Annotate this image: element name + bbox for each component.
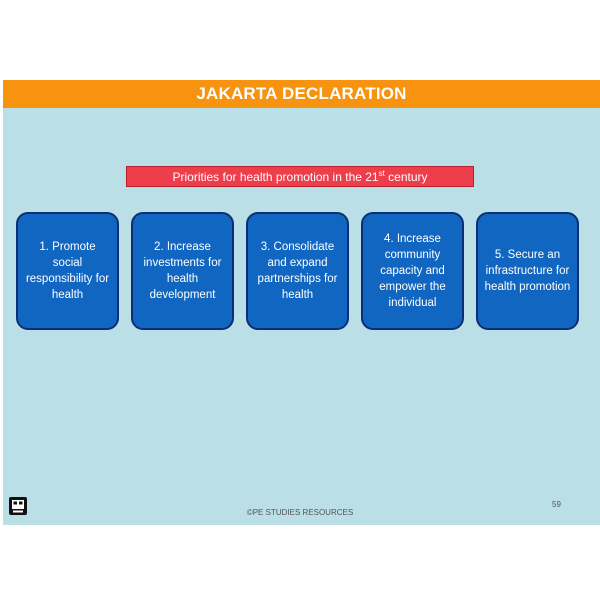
priority-card-5: 5. Secure an infrastructure for health p… <box>476 212 579 330</box>
priority-card-label: 1. Promote social responsibility for hea… <box>25 241 110 301</box>
priority-card-4: 4. Increase community capacity and empow… <box>361 212 464 330</box>
slide: JAKARTA DECLARATION Priorities for healt… <box>3 80 600 525</box>
priority-card-1: 1. Promote social responsibility for hea… <box>16 212 119 330</box>
priority-card-label: 2. Increase investments for health devel… <box>143 241 222 301</box>
priorities-banner-text: Priorities for health promotion in the 2… <box>172 168 428 184</box>
priority-card-label: 3. Consolidate and expand partnerships f… <box>257 241 338 301</box>
pe-studies-logo-icon <box>9 497 27 515</box>
slide-title: JAKARTA DECLARATION <box>196 84 407 103</box>
page-number: 59 <box>552 500 561 509</box>
priority-cards: 1. Promote social responsibility for hea… <box>3 212 600 332</box>
priority-card-3: 3. Consolidate and expand partnerships f… <box>246 212 349 330</box>
title-bar: JAKARTA DECLARATION <box>3 80 600 108</box>
priorities-banner: Priorities for health promotion in the 2… <box>126 166 474 187</box>
priority-card-label: 5. Secure an infrastructure for health p… <box>484 249 571 293</box>
priority-card-2: 2. Increase investments for health devel… <box>131 212 234 330</box>
priority-card-label: 4. Increase community capacity and empow… <box>379 233 446 309</box>
footer-copyright: ©PE STUDIES RESOURCES <box>246 508 354 517</box>
